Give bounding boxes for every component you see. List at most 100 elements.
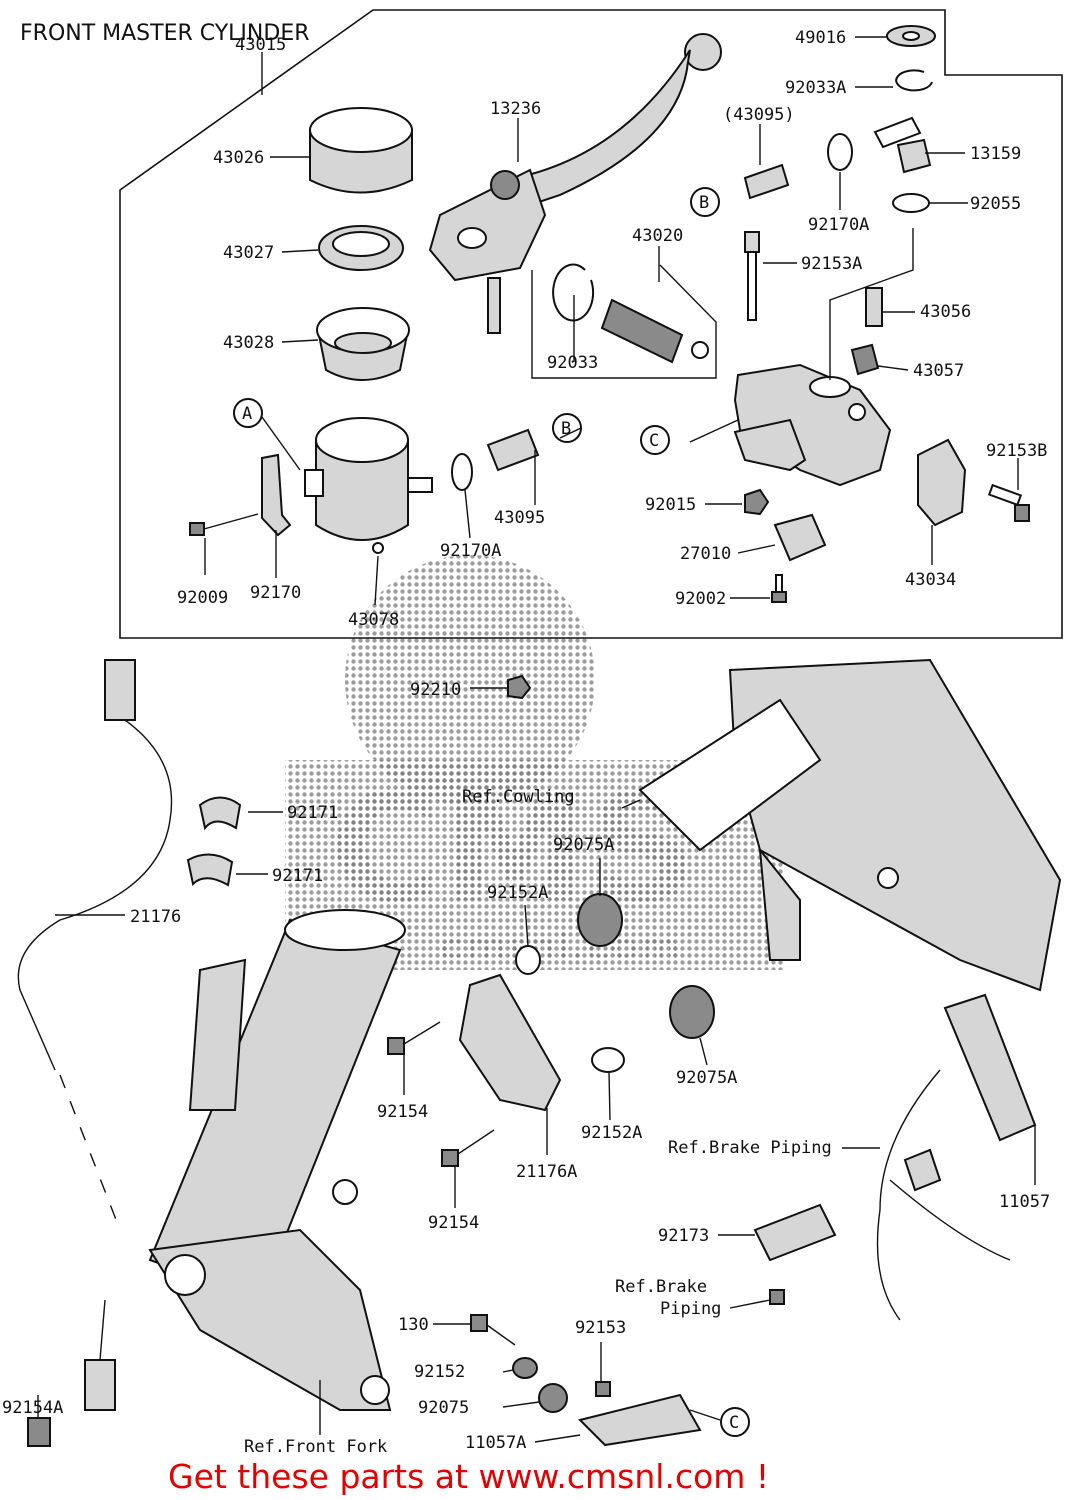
label-43028: 43028 [223, 333, 274, 353]
bolt-92154-a [387, 1021, 441, 1055]
hose-43095-top [743, 163, 790, 200]
screw-92002 [771, 574, 787, 603]
collar-92152A-a [515, 945, 541, 975]
diaphragm-43028 [316, 307, 410, 381]
ref-front-fork: Ref.Front Fork [244, 1437, 387, 1457]
label-92154A: 92154A [2, 1398, 63, 1418]
label-27010: 27010 [680, 544, 731, 564]
nut-92210 [507, 674, 532, 700]
svg-text:B: B [699, 193, 709, 213]
abs-sensor-21176A [458, 973, 562, 1112]
plate-43027 [318, 225, 404, 271]
svg-text:C: C [729, 1413, 739, 1433]
bolt-130 [470, 1314, 516, 1346]
label-13236: 13236 [490, 99, 541, 119]
sensor-cable-21176 [17, 659, 173, 1411]
label-11057: 11057 [999, 1192, 1050, 1212]
diagram-title: FRONT MASTER CYLINDER [20, 21, 310, 46]
label-11057A: 11057A [465, 1433, 526, 1453]
label-43020: 43020 [632, 226, 683, 246]
label-92152A-a: 92152A [487, 883, 548, 903]
label-43078: 43078 [348, 610, 399, 630]
switch-27010 [773, 513, 827, 562]
label-43026: 43026 [213, 148, 264, 168]
ref-brake-piping-2b: Piping [660, 1299, 721, 1319]
ref-circle-b-mid: B [552, 413, 582, 443]
bolt-92009 [189, 513, 259, 536]
nut-92015 [744, 488, 770, 516]
label-92171-b: 92171 [272, 866, 323, 886]
clip-92171-a [198, 796, 242, 831]
holder-43034 [917, 438, 967, 527]
clamp-92173 [753, 1203, 837, 1262]
brake-piping [876, 1069, 1011, 1321]
label-92170A-mid: 92170A [440, 541, 501, 561]
watermark-url: cmsnl.com [440, 924, 679, 970]
label-92002: 92002 [675, 589, 726, 609]
ref-circle-c-bottom: C [720, 1407, 750, 1437]
leader-lines [37, 36, 1036, 1443]
label-92153A: 92153A [801, 254, 862, 274]
lever-13236 [428, 33, 722, 334]
label-92075A-b: 92075A [676, 1068, 737, 1088]
bracket-92170 [261, 453, 292, 537]
label-92173: 92173 [658, 1226, 709, 1246]
label-92153B: 92153B [986, 441, 1047, 461]
svg-text:A: A [242, 404, 252, 424]
reservoir-43078 [304, 417, 433, 554]
cmsnl-banner: Get these parts at www.cmsnl.com ! [168, 1457, 769, 1496]
kit-frame-43020 [531, 264, 717, 379]
bolt-92154A [27, 1417, 51, 1447]
svg-text:B: B [561, 419, 571, 439]
circlip-92033A [895, 69, 933, 92]
master-cylinder-body [733, 363, 892, 487]
label-92009: 92009 [177, 588, 228, 608]
label-13159: 13159 [970, 144, 1021, 164]
label-43095: 43095 [494, 508, 545, 528]
front-fork [148, 909, 406, 1411]
assembly-frame-43015 [119, 9, 1063, 639]
label-92075: 92075 [418, 1398, 469, 1418]
label-92154-a: 92154 [377, 1102, 428, 1122]
bolt-92153A [744, 231, 760, 321]
label-92154-b: 92154 [428, 1213, 479, 1233]
cowling-stay [638, 658, 1062, 992]
label-92210: 92210 [410, 680, 461, 700]
label-92170A-top: 92170A [808, 215, 869, 235]
circlip-92033 [552, 263, 595, 322]
piston-kit-43020 [600, 298, 709, 364]
ref-brake-piping-2a: Ref.Brake [615, 1277, 707, 1297]
reservoir-cap-43026 [309, 107, 413, 194]
bracket-11057 [943, 993, 1037, 1142]
bracket-11057A [578, 1393, 702, 1447]
label-92171-a: 92171 [287, 803, 338, 823]
label-43015: 43015 [235, 35, 286, 55]
label-92153: 92153 [575, 1318, 626, 1338]
oring-92055 [892, 193, 930, 213]
grommet-92075A-b [669, 985, 715, 1039]
label-21176A: 21176A [516, 1162, 577, 1182]
label-92015: 92015 [645, 495, 696, 515]
part-labels: 49016 92033A (43095) 13159 43015 13236 4… [2, 28, 1050, 1453]
bleeder-43056 [865, 287, 883, 327]
label-49016: 49016 [795, 28, 846, 48]
label-43057: 43057 [913, 361, 964, 381]
clamp-92170A-mid [451, 453, 473, 491]
washer-49016 [886, 25, 936, 47]
bolt-92154-b [441, 1129, 495, 1167]
collar-92152 [512, 1357, 538, 1379]
hose-43095-mid [486, 428, 540, 472]
label-92152A-b: 92152A [581, 1123, 642, 1143]
ref-c-leader [689, 1409, 721, 1421]
clip-92171-b [186, 853, 234, 887]
cap-43057 [850, 343, 880, 376]
ref-circle-b-top: B [690, 187, 720, 217]
label-21176: 21176 [130, 907, 181, 927]
bolt-92153B [987, 483, 1030, 522]
label-92033A: 92033A [785, 78, 846, 98]
label-92152: 92152 [414, 1362, 465, 1382]
ref-b-leader [559, 427, 582, 439]
bolt-92153 [595, 1381, 611, 1397]
label-43056: 43056 [920, 302, 971, 322]
